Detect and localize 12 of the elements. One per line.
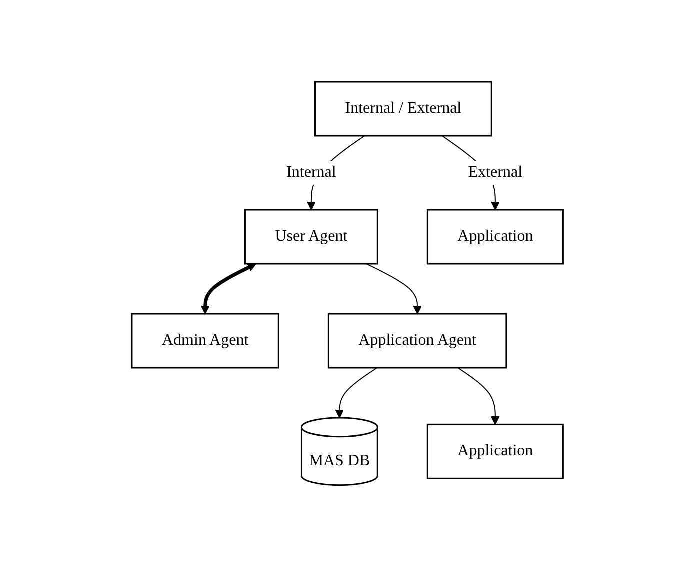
node-box: Application bbox=[426, 210, 564, 266]
arrow bbox=[366, 264, 422, 315]
arrow bbox=[457, 368, 500, 426]
arrow bbox=[200, 264, 256, 315]
edge-label: External bbox=[468, 164, 522, 182]
node-box: User Agent bbox=[244, 210, 378, 266]
node-box: Admin Agent bbox=[131, 314, 280, 370]
node-box: Internal / External bbox=[314, 82, 492, 138]
node-box: Application Agent bbox=[328, 314, 508, 370]
edge-label: Internal bbox=[286, 164, 336, 182]
node-box: Application bbox=[426, 424, 564, 480]
arrow bbox=[335, 368, 378, 419]
